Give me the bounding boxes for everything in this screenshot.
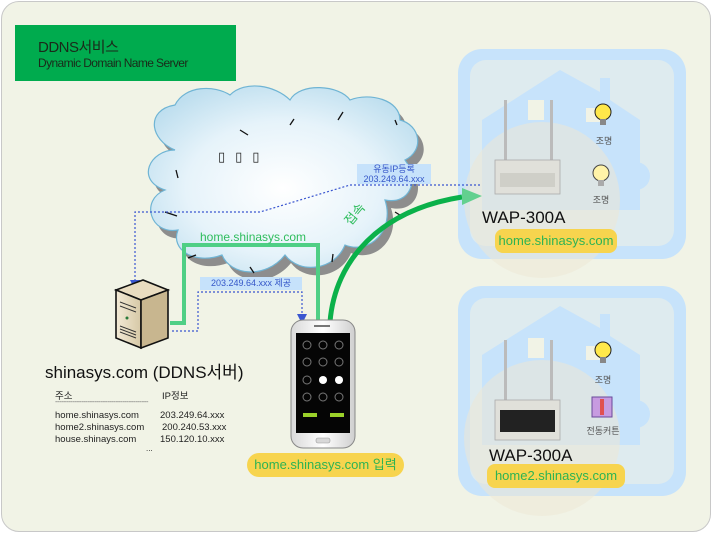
server-title: shinasys.com (DDNS서버) — [45, 363, 244, 382]
router-wap300a-1 — [494, 100, 561, 195]
domain-query-path — [170, 243, 320, 325]
home1-appliance-2-label: 조명 — [592, 195, 610, 205]
home1-domain-pill: home.shinasys.com — [495, 229, 617, 253]
table-row-1-address: home.shinasys.com — [55, 410, 139, 421]
diagram-subtitle: Dynamic Domain Name Server — [38, 56, 188, 70]
table-divider: ----------------------------------------… — [55, 397, 149, 406]
dynamic-ip-value: 203.249.64.xxx — [363, 174, 425, 184]
diagram-title: DDNS서비스 — [38, 39, 119, 56]
home2-appliance-1-label: 조명 — [594, 375, 612, 385]
smartphone-icon — [290, 319, 356, 449]
home1-device-label: WAP-300A — [482, 208, 566, 227]
home2-appliance-2-label: 전동커튼 — [586, 426, 620, 436]
dynamic-ip-label: 유동IP등록 — [373, 164, 415, 174]
lightbulb-icon — [594, 341, 612, 363]
curtain-icon — [591, 396, 613, 418]
ip-provide-tag: 203.249.64.xxx 제공 — [200, 277, 302, 290]
internet-cloud — [147, 85, 424, 280]
phone-input-pill: home.shinasys.com 입력 — [247, 453, 404, 477]
table-row-3-address: house.shinays.com — [55, 434, 137, 445]
col-ip-header: IP정보 — [162, 391, 189, 402]
ddns-server-icon — [113, 279, 171, 350]
lightbulb-icon — [594, 103, 612, 125]
title-box — [15, 25, 236, 81]
lightbulb-icon — [592, 164, 610, 186]
home2-domain-pill: home2.shinasys.com — [487, 464, 625, 488]
table-row-3-ip: 150.120.10.xxx — [160, 434, 225, 445]
table-row-2-ip: 200.240.53.xxx — [162, 422, 227, 433]
ip-provide-path — [172, 291, 303, 332]
router-wap300a-2 — [494, 340, 561, 441]
domain-query-label: home.shinasys.com — [200, 230, 307, 244]
home2-device-label: WAP-300A — [489, 446, 573, 465]
table-row-1-ip: 203.249.64.xxx — [160, 410, 225, 421]
dynamic-ip-tag: 유동IP등록 203.249.64.xxx — [357, 164, 431, 184]
table-ellipsis: ... — [146, 444, 153, 453]
cloud-placeholder-glyphs: ▯▯▯ — [218, 150, 270, 165]
col-address-header: 주소 — [55, 391, 73, 402]
table-row-2-address: home2.shinasys.com — [55, 422, 145, 433]
connect-arrow — [327, 194, 463, 323]
connect-arrowhead — [462, 188, 482, 205]
arrow-down-to-phone — [297, 314, 307, 324]
home1-appliance-1-label: 조명 — [595, 136, 613, 146]
